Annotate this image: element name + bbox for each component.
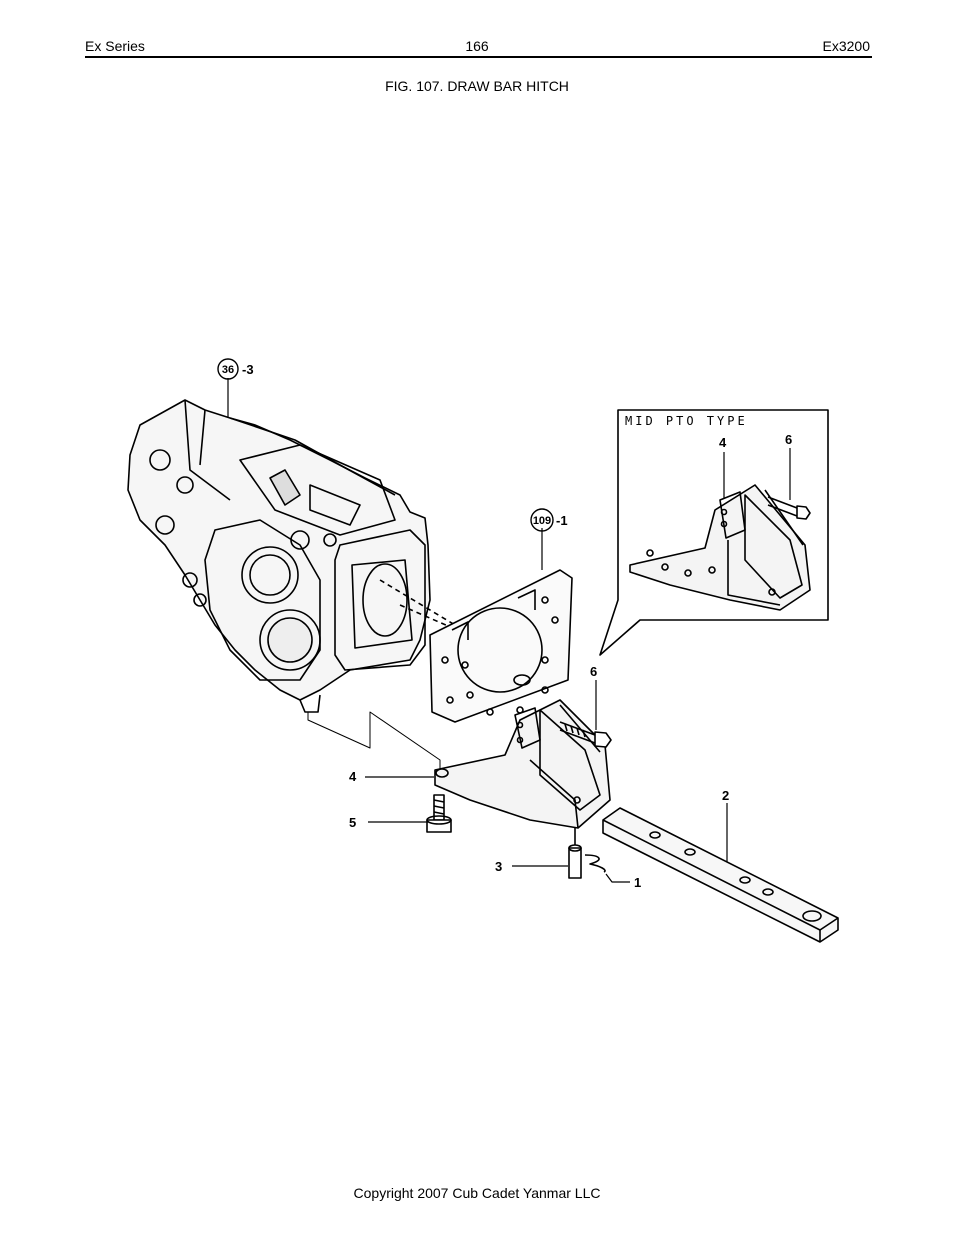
callout-1: 1 <box>634 875 641 890</box>
header-model: Ex3200 <box>822 38 870 54</box>
callout-6: 6 <box>590 664 597 679</box>
hitch-pin <box>568 844 606 879</box>
page-number: 166 <box>465 38 489 54</box>
inset-callout-6: 6 <box>785 432 792 447</box>
callout-5: 5 <box>349 815 356 830</box>
header-rule <box>85 56 872 58</box>
hitch-bracket <box>434 699 611 845</box>
bolt-5 <box>426 794 452 833</box>
ref-109-label: 109 <box>533 515 551 527</box>
inset-title: MID PTO TYPE <box>625 414 748 428</box>
header-series: Ex Series <box>85 38 145 54</box>
figure-title: FIG. 107. DRAW BAR HITCH <box>385 78 569 94</box>
intermediate-plate <box>429 569 573 723</box>
draw-bar <box>602 807 839 943</box>
copyright-footer: Copyright 2007 Cub Cadet Yanmar LLC <box>353 1185 601 1201</box>
inset-mid-pto <box>599 409 829 656</box>
callout-3: 3 <box>495 859 502 874</box>
ref-36-label: 36 <box>222 364 234 376</box>
inset-callout-4: 4 <box>719 435 727 450</box>
ref-109-suffix: -1 <box>556 513 568 528</box>
transmission-case <box>127 399 431 713</box>
ref-36-suffix: -3 <box>242 362 254 377</box>
callout-2: 2 <box>722 788 729 803</box>
bolt-6 <box>559 721 612 748</box>
callout-4: 4 <box>349 769 357 784</box>
